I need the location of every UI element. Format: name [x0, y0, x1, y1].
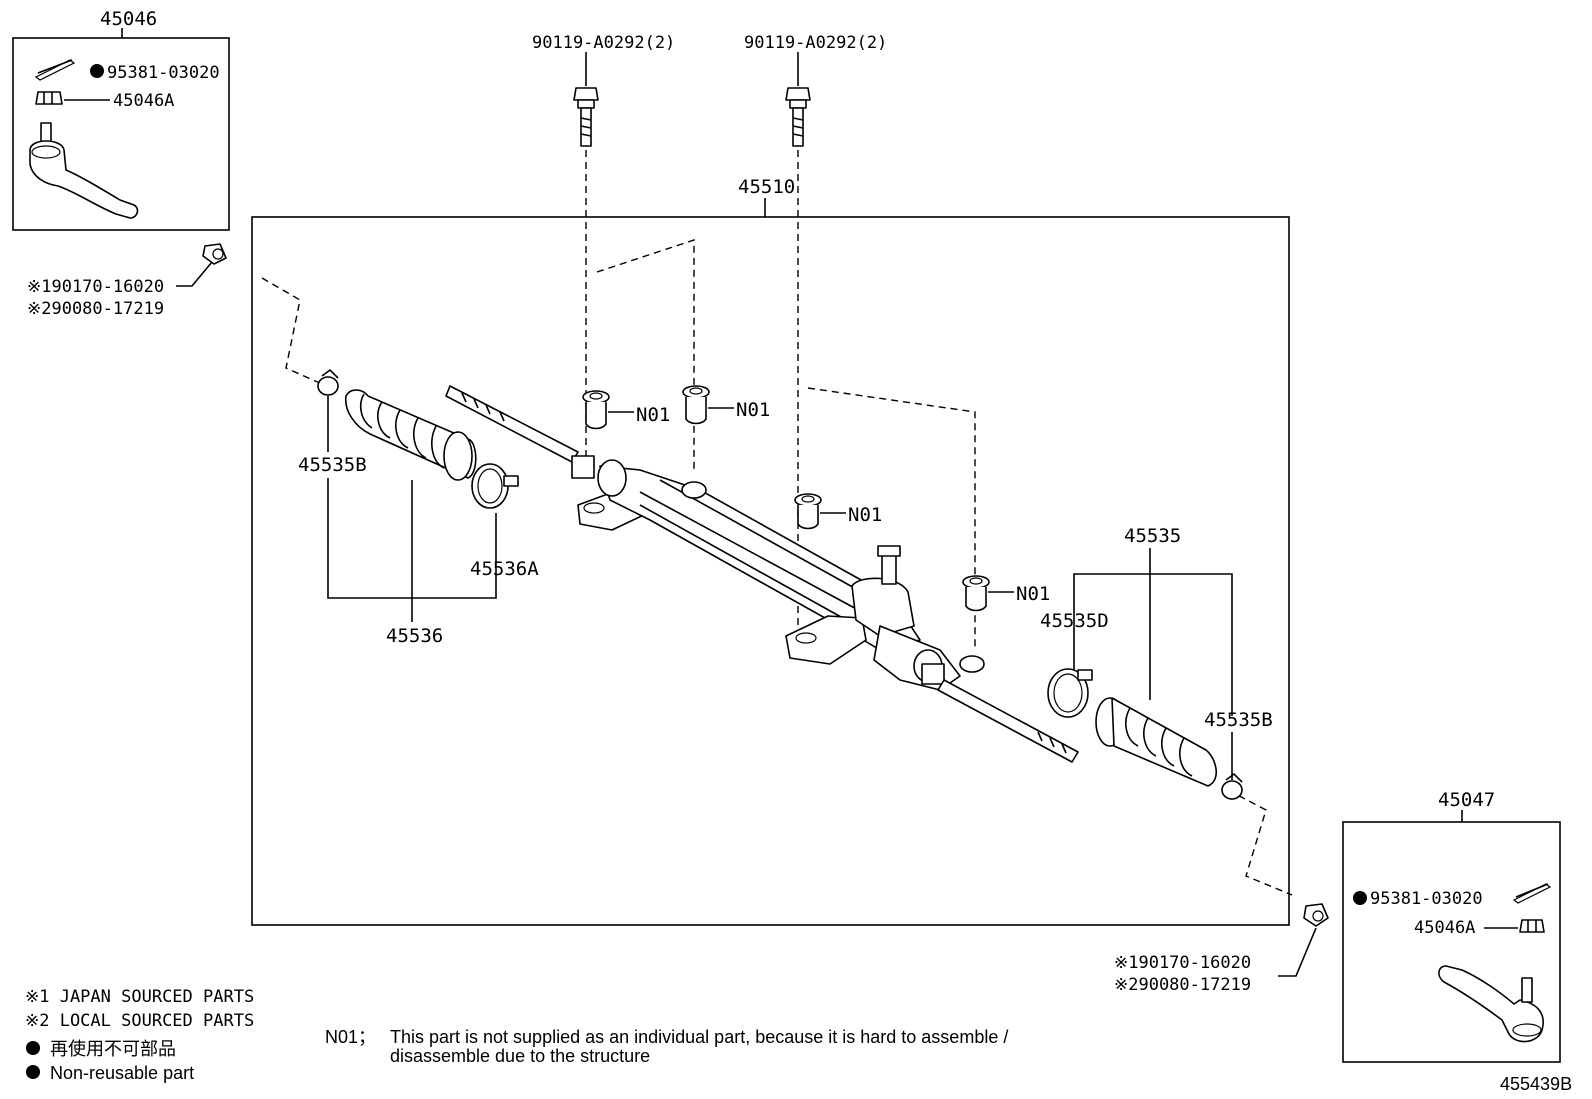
label-n01-d: N01 [1016, 583, 1050, 605]
box-45046 [12, 37, 230, 231]
note-key: N01； [325, 1027, 376, 1047]
box-45047 [1342, 821, 1561, 1063]
legend-local: ※2 LOCAL SOURCED PARTS [25, 1011, 254, 1031]
tie-rod-end-right-icon [1438, 965, 1544, 1043]
label-bushing-right-local: ※290080-17219 [1114, 975, 1251, 995]
tie-rod-end-left-group: 45046 95381-03020 45046A [12, 8, 230, 231]
label-cotter-pin-right: 95381-03020 [1370, 889, 1483, 909]
cotter-pin-icon [34, 59, 76, 81]
note-line-2: disassemble due to the structure [390, 1046, 650, 1066]
label-boot-kit-right: 45535 [1124, 525, 1181, 547]
label-clip-right: 45535B [1204, 709, 1273, 731]
non-reusable-dot-icon [90, 64, 104, 78]
bushing-right-icon [1303, 903, 1329, 927]
label-45510: 45510 [738, 176, 795, 198]
n01-bushing-d-icon [962, 575, 990, 612]
legend-dot-icon [26, 1065, 40, 1079]
band-left-icon [471, 463, 519, 509]
legend-japan: ※1 JAPAN SOURCED PARTS [25, 987, 254, 1007]
label-bushing-left-jp: ※190170-16020 [27, 277, 164, 297]
tie-rod-end-left-icon [29, 122, 139, 219]
label-n01-a: N01 [636, 404, 670, 426]
legend: ※1 JAPAN SOURCED PARTS ※2 LOCAL SOURCED … [25, 987, 254, 1083]
label-45046: 45046 [100, 8, 157, 30]
clip-right-icon [1221, 772, 1243, 800]
label-band-left: 45536A [470, 558, 539, 580]
label-nut-right: 45046A [1414, 918, 1475, 938]
legend-non-reusable-en: Non-reusable part [50, 1063, 194, 1083]
label-bolt-left: 90119-A0292(2) [532, 33, 675, 53]
label-bushing-right-jp: ※190170-16020 [1114, 953, 1251, 973]
cotter-pin-icon [1512, 883, 1552, 904]
bolt-right-icon [785, 87, 811, 147]
steering-rack-housing [445, 385, 1079, 763]
castle-nut-icon [35, 91, 63, 105]
label-n01-c: N01 [848, 504, 882, 526]
label-nut-left: 45046A [113, 91, 174, 111]
castle-nut-icon [1519, 919, 1545, 933]
label-bushing-left-local: ※290080-17219 [27, 299, 164, 319]
non-reusable-dot-icon [1353, 891, 1367, 905]
boot-left-icon [345, 389, 477, 481]
label-boot-kit-left: 45536 [386, 625, 443, 647]
n01-bushing-b-icon [682, 385, 710, 425]
n01-note: N01； This part is not supplied as an ind… [325, 1027, 1008, 1066]
n01-bushing-a-icon [582, 390, 610, 430]
n01-bushing-c-icon [794, 493, 822, 530]
boot-right-icon [1095, 697, 1217, 787]
diagram-id: 455439B [1500, 1074, 1572, 1094]
label-bolt-right: 90119-A0292(2) [744, 33, 887, 53]
label-clip-left: 45535B [298, 454, 367, 476]
clip-left-icon [317, 368, 339, 396]
label-45047: 45047 [1438, 789, 1495, 811]
label-cotter-pin-left: 95381-03020 [107, 63, 220, 83]
legend-non-reusable-jp: 再使用不可部品 [50, 1039, 176, 1059]
legend-dot-icon [26, 1041, 40, 1055]
bolt-left-icon [573, 87, 599, 147]
band-right-icon [1047, 668, 1093, 718]
note-line-1: This part is not supplied as an individu… [390, 1027, 1008, 1047]
bushing-left-icon [202, 243, 227, 265]
box-45510 [251, 216, 1290, 926]
tie-rod-end-right-group: 45047 95381-03020 45046A [1342, 789, 1561, 1063]
label-n01-b: N01 [736, 399, 770, 421]
label-band-right: 45535D [1040, 610, 1109, 632]
